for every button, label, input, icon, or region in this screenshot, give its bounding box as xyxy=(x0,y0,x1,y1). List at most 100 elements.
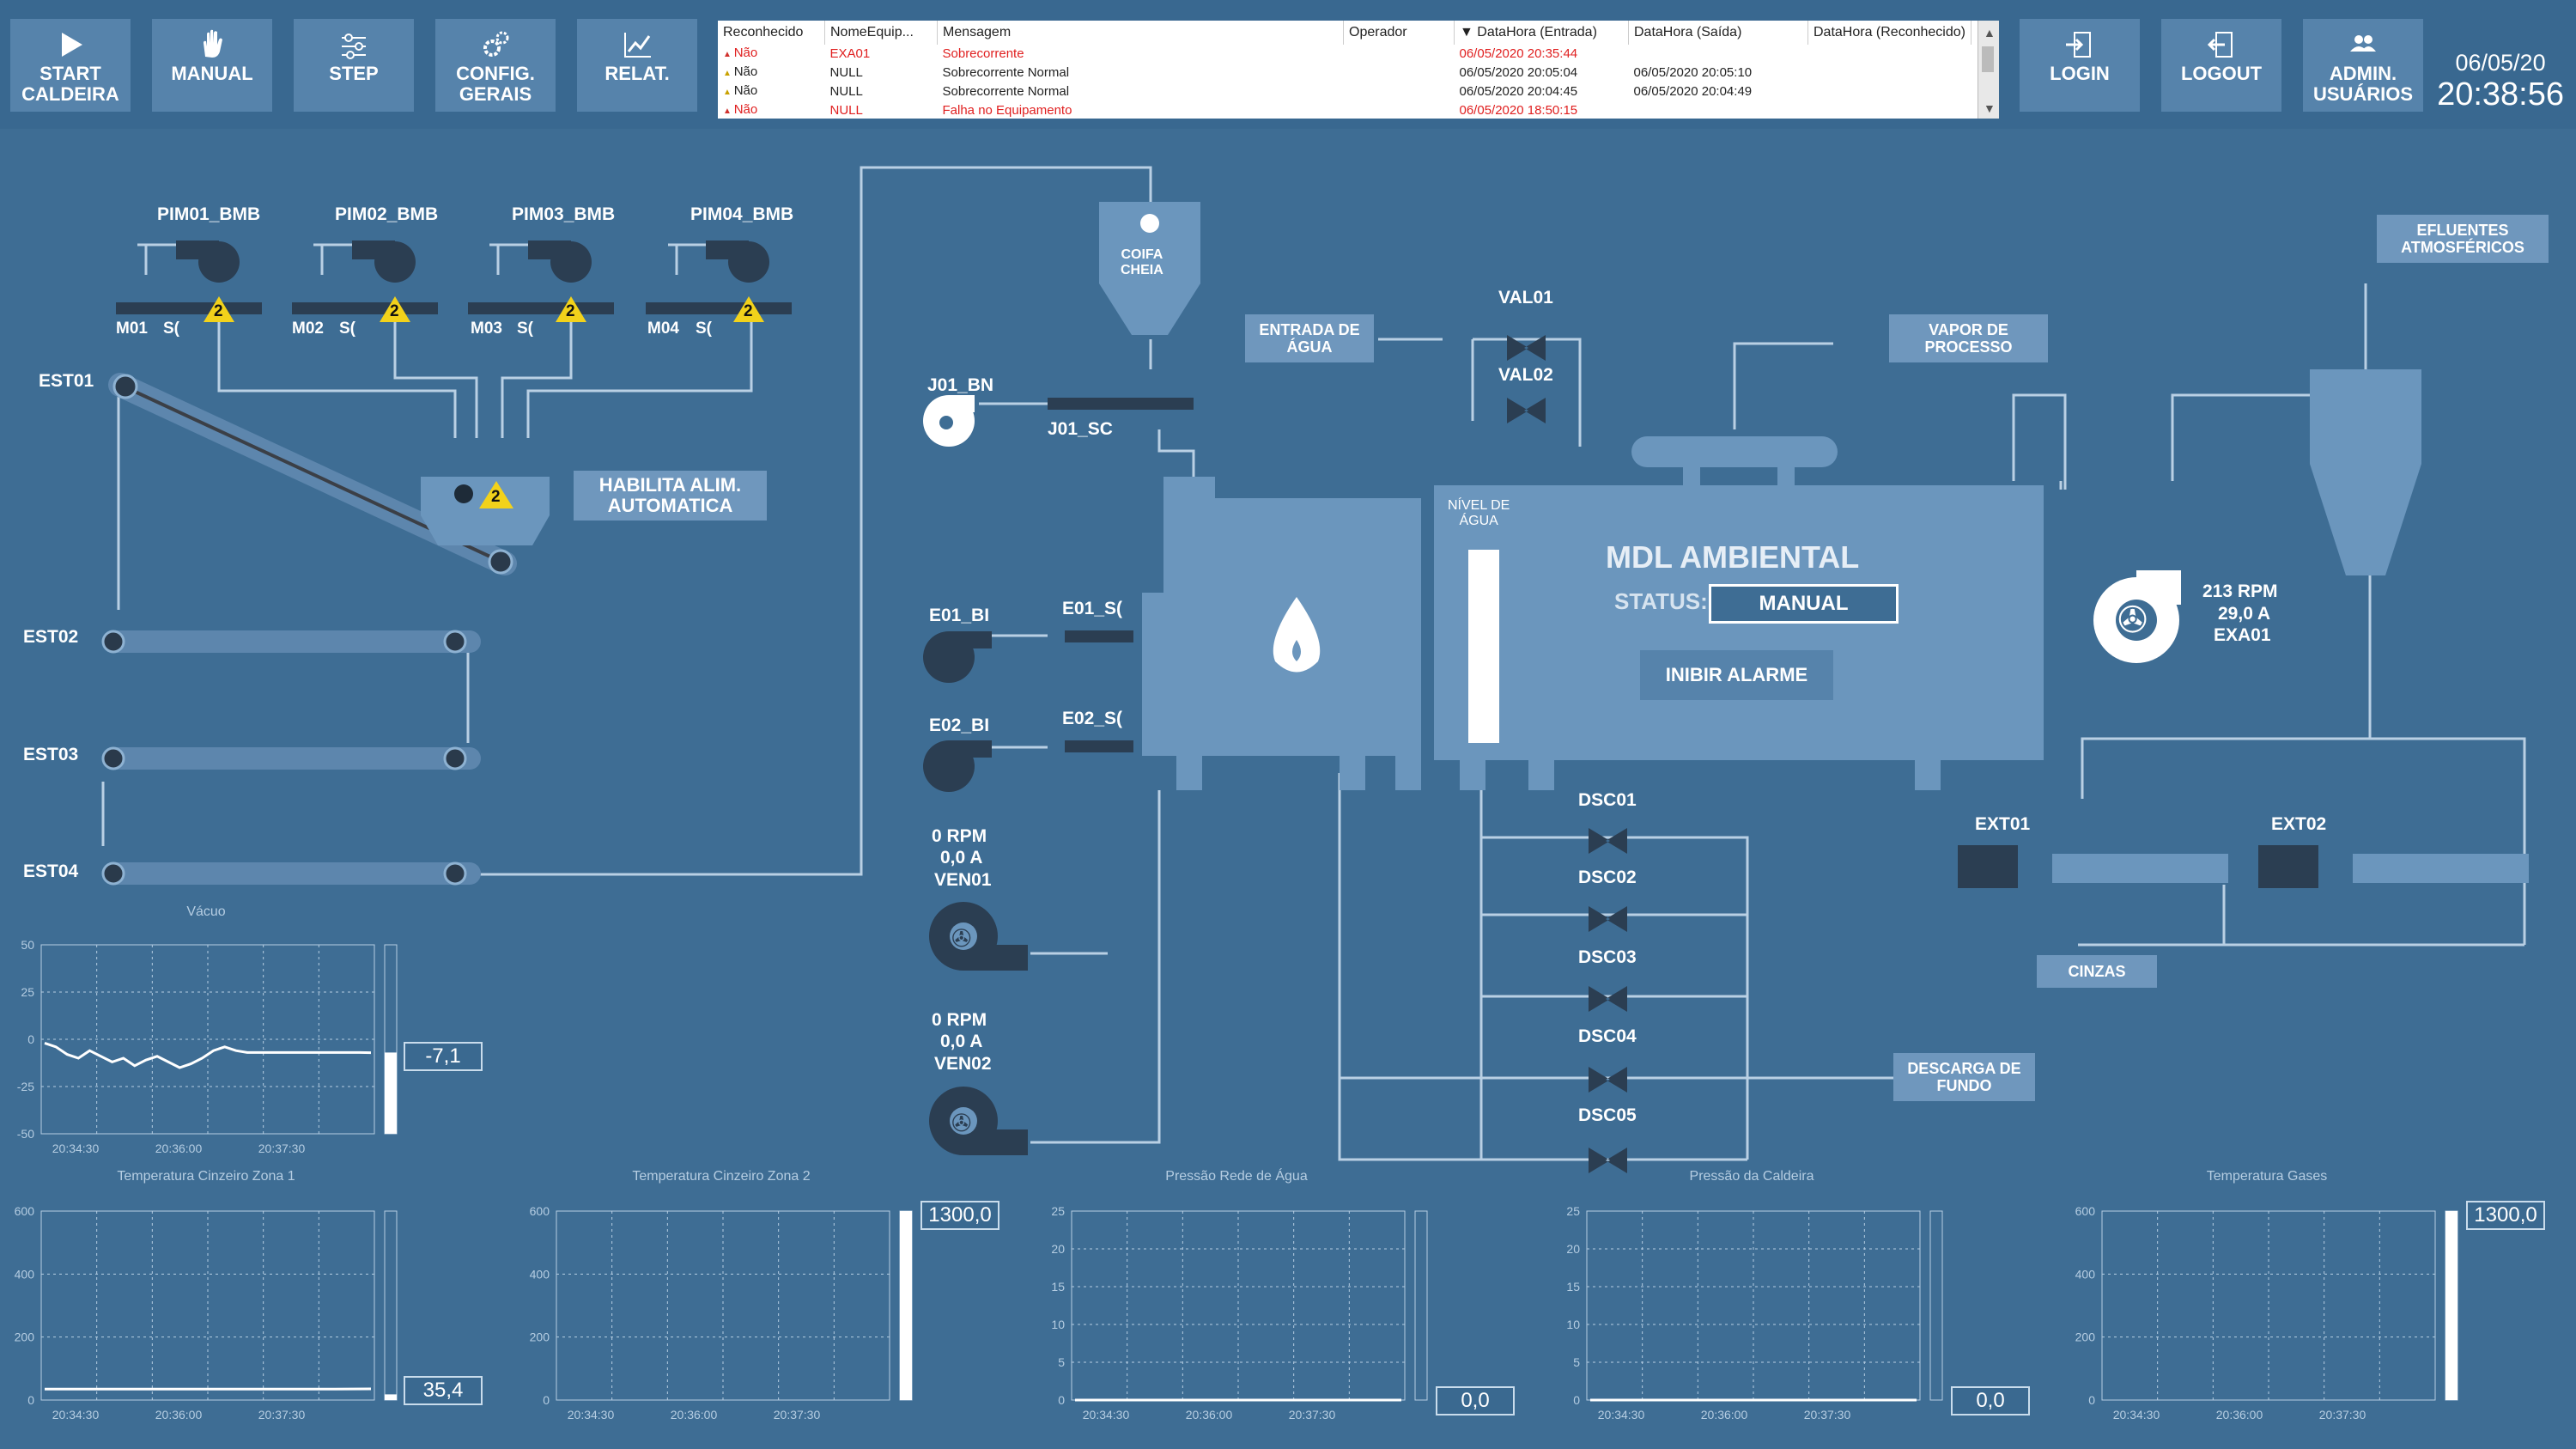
pump3-sc: S( xyxy=(517,320,533,338)
pump3-motor: M03 xyxy=(471,320,502,338)
admin-users-button[interactable]: ADMIN. USUÁRIOS xyxy=(2303,19,2423,112)
alarm-ack-text: Não xyxy=(733,83,758,98)
alarm-cell-msg: Sobrecorrente Normal xyxy=(942,84,1070,99)
process-steam-tag: VAPOR DE PROCESSO xyxy=(1889,314,2048,362)
play-icon xyxy=(10,29,131,60)
login-button[interactable]: LOGIN xyxy=(2020,19,2140,112)
warning-icons xyxy=(204,296,764,508)
j01-blower-label[interactable]: J01_BN xyxy=(927,375,994,395)
pump2-sc: S( xyxy=(339,320,355,338)
alarm-scrollbar[interactable]: ▲ ▼ xyxy=(1978,21,1999,119)
scroll-thumb[interactable] xyxy=(1982,46,1994,72)
logout-icon xyxy=(2161,29,2281,60)
dsc05-label[interactable]: DSC05 xyxy=(1578,1105,1637,1125)
col-mensagem[interactable]: Mensagem xyxy=(937,21,1344,45)
water-level-label: NÍVEL DE ÁGUA xyxy=(1448,498,1510,528)
ash-tag: CINZAS xyxy=(2037,955,2157,988)
col-nomeequip[interactable]: NomeEquip... xyxy=(824,21,938,45)
conveyor-label-est03[interactable]: EST03 xyxy=(23,745,79,764)
pump3-warning-count: 2 xyxy=(566,302,575,320)
scroll-down-icon[interactable]: ▼ xyxy=(1984,101,1996,115)
dsc02-label[interactable]: DSC02 xyxy=(1578,868,1637,887)
alarm-cell-in: 06/05/2020 20:35:44 xyxy=(1459,46,1578,61)
conveyor-label-est01[interactable]: EST01 xyxy=(39,371,94,391)
pump2-motor: M02 xyxy=(292,320,324,338)
pump-label-pim01[interactable]: PIM01_BMB xyxy=(157,204,261,224)
ven01-fan-icon[interactable]: ✇ xyxy=(951,925,972,952)
exa01-fan-icon[interactable]: ✇ xyxy=(2117,600,2148,640)
alarm-cell-equip: EXA01 xyxy=(829,46,871,61)
dsc04-label[interactable]: DSC04 xyxy=(1578,1026,1637,1046)
step-button[interactable]: STEP xyxy=(294,19,414,112)
ext01-label[interactable]: EXT01 xyxy=(1975,814,2031,834)
chart-value-box: 1300,0 xyxy=(2466,1201,2545,1230)
reports-button[interactable]: RELAT. xyxy=(577,19,697,112)
ext02-label[interactable]: EXT02 xyxy=(2271,814,2327,834)
valve-label-val02[interactable]: VAL02 xyxy=(1498,365,1553,385)
conveyor-label-est04[interactable]: EST04 xyxy=(23,861,79,881)
alarm-table[interactable]: Reconhecido NomeEquip... Mensagem Operad… xyxy=(718,21,1999,119)
pump4-sc: S( xyxy=(696,320,712,338)
enable-auto-feed-button[interactable]: HABILITA ALIM. AUTOMATICA xyxy=(574,471,767,521)
hand-icon xyxy=(152,29,272,60)
boiler-title: MDL AMBIENTAL xyxy=(1606,539,1860,575)
ven02-name[interactable]: VEN02 xyxy=(934,1054,992,1074)
warning-bell-icon: ▲ xyxy=(723,69,734,78)
dsc03-label[interactable]: DSC03 xyxy=(1578,947,1637,967)
col-operador[interactable]: Operador xyxy=(1343,21,1455,45)
dsc01-label[interactable]: DSC01 xyxy=(1578,790,1637,810)
step-icon xyxy=(294,29,414,60)
alarm-cell-in: 06/05/2020 18:50:15 xyxy=(1459,103,1578,118)
pump-label-pim04[interactable]: PIM04_BMB xyxy=(690,204,794,224)
ven01-name[interactable]: VEN01 xyxy=(934,870,992,890)
coifa-label: COIFA CHEIA xyxy=(1121,247,1163,277)
logout-button[interactable]: LOGOUT xyxy=(2161,19,2281,112)
gears-icon xyxy=(435,29,556,60)
col-datahora-saida[interactable]: DataHora (Saída) xyxy=(1628,21,1808,45)
alarm-cell-out: 06/05/2020 20:04:49 xyxy=(1633,84,1753,99)
clock-date: 06/05/20 xyxy=(2455,50,2546,76)
alarm-cell-msg: Sobrecorrente Normal xyxy=(942,65,1070,80)
alarm-ack-text: Não xyxy=(733,64,758,79)
start-boiler-button[interactable]: START CALDEIRA xyxy=(10,19,131,112)
col-datahora-entrada[interactable]: ▼ DataHora (Entrada) xyxy=(1454,21,1629,45)
pump-label-pim02[interactable]: PIM02_BMB xyxy=(335,204,439,224)
e01-blower-label[interactable]: E01_BI xyxy=(929,606,990,625)
ven02-fan-icon[interactable]: ✇ xyxy=(951,1110,972,1136)
inhibit-alarm-button[interactable]: INIBIR ALARME xyxy=(1640,650,1833,700)
config-button[interactable]: CONFIG. GERAIS xyxy=(435,19,556,112)
alarm-cell-equip: NULL xyxy=(829,103,863,118)
alarm-header-row: Reconhecido NomeEquip... Mensagem Operad… xyxy=(718,21,1971,45)
alarm-bell-icon: ▲ xyxy=(723,107,734,116)
conveyor-label-est02[interactable]: EST02 xyxy=(23,627,79,647)
pump2-warning-count: 2 xyxy=(390,302,399,320)
alarm-cell-msg: Sobrecorrente xyxy=(942,46,1024,61)
conveyors-graphics xyxy=(101,373,517,886)
pump1-motor: M01 xyxy=(116,320,148,338)
scroll-up-icon[interactable]: ▲ xyxy=(1984,26,1996,40)
alarm-bell-icon: ▲ xyxy=(723,50,734,59)
chart-value-box: 35,4 xyxy=(404,1376,483,1405)
e02-screw-label[interactable]: E02_S( xyxy=(1062,709,1123,728)
chart-value-box: -7,1 xyxy=(404,1042,483,1071)
pump-label-pim03[interactable]: PIM03_BMB xyxy=(512,204,616,224)
water-inlet-tag: ENTRADA DE ÁGUA xyxy=(1245,314,1374,362)
login-icon xyxy=(2020,29,2140,60)
manual-button[interactable]: MANUAL xyxy=(152,19,272,112)
pipes xyxy=(101,166,2526,1161)
exa01-name[interactable]: EXA01 xyxy=(2214,625,2271,645)
chart-value-box: 0,0 xyxy=(1436,1386,1515,1416)
j01-screw-label[interactable]: J01_SC xyxy=(1048,419,1113,439)
boiler-graphics xyxy=(1142,436,2044,790)
col-reconhecido[interactable]: Reconhecido xyxy=(718,21,825,45)
hopper-warning-count: 2 xyxy=(491,488,501,506)
e02-blower-label[interactable]: E02_BI xyxy=(929,715,990,735)
alarm-cell-equip: NULL xyxy=(829,65,863,80)
col-datahora-reconhecido[interactable]: DataHora (Reconhecido) xyxy=(1807,21,1971,45)
valve-label-val01[interactable]: VAL01 xyxy=(1498,288,1553,307)
e01-screw-label[interactable]: E01_S( xyxy=(1062,599,1123,618)
